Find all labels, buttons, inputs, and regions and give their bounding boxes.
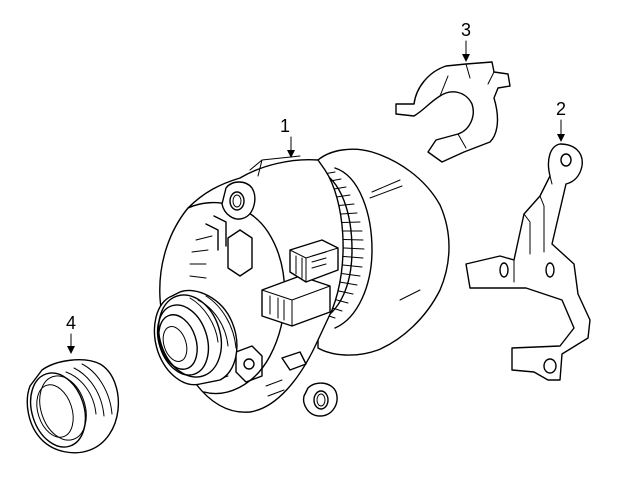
arrowhead-icon xyxy=(462,54,470,62)
callout-label-4: 4 xyxy=(66,313,76,333)
cover xyxy=(395,61,511,163)
mounting-ears xyxy=(221,181,338,417)
regulator-block xyxy=(261,239,339,327)
alternator xyxy=(153,148,450,417)
callout-label-1: 1 xyxy=(280,116,290,136)
pulley xyxy=(26,359,120,454)
callout-3: 3 xyxy=(461,20,471,62)
alternator-pulley xyxy=(153,289,238,386)
bracket xyxy=(465,143,591,381)
arrowhead-icon xyxy=(67,346,75,354)
callout-2: 2 xyxy=(556,99,566,142)
callout-label-3: 3 xyxy=(461,20,471,40)
callout-4: 4 xyxy=(66,313,76,354)
callout-label-2: 2 xyxy=(556,99,566,119)
callout-1: 1 xyxy=(280,116,295,158)
arrowhead-icon xyxy=(557,134,565,142)
arrowhead-icon xyxy=(287,150,295,158)
